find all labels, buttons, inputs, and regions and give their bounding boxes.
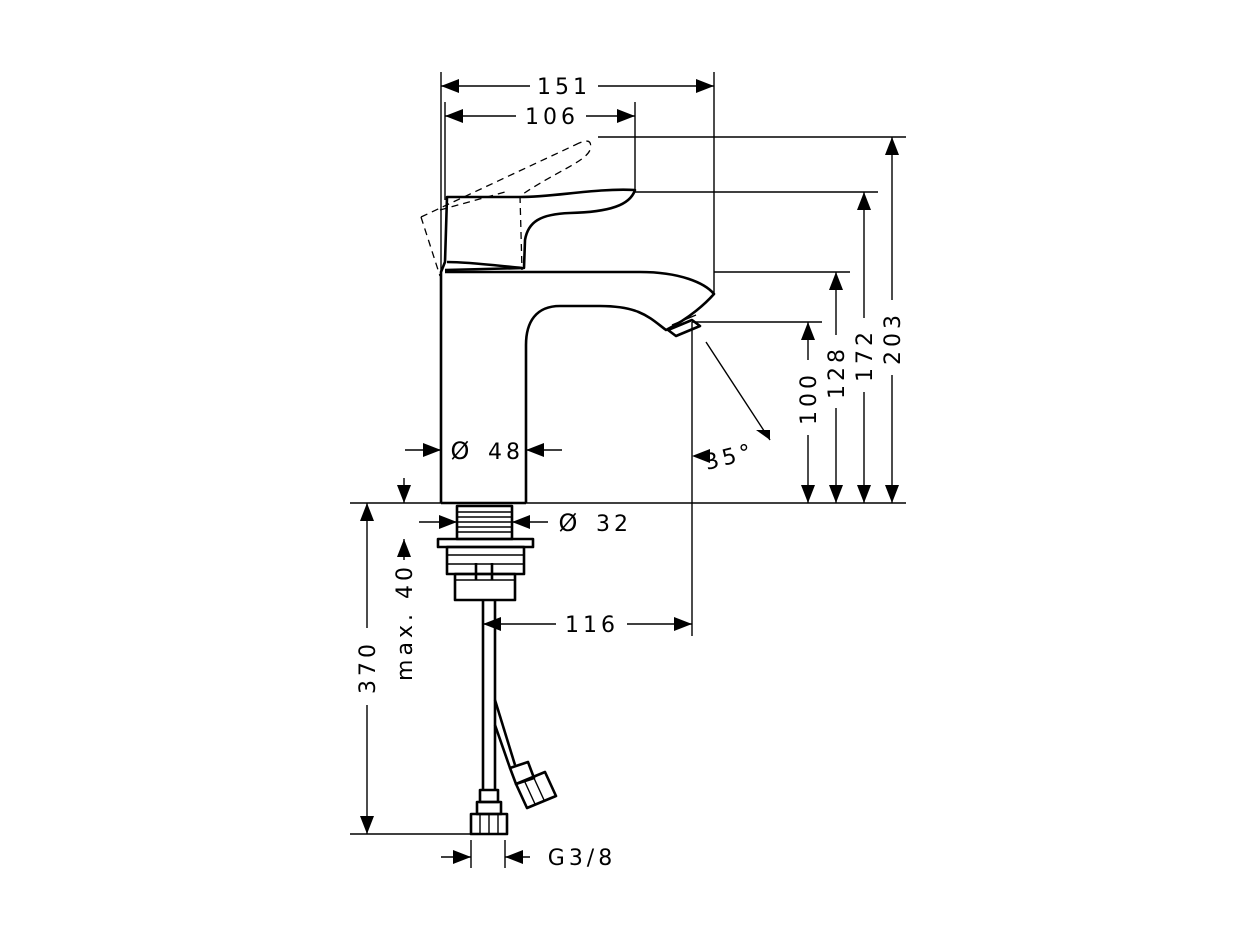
dim-label-151: 151 bbox=[537, 75, 591, 100]
dim-label-106: 106 bbox=[525, 105, 579, 130]
dimension-angle-35: 35° bbox=[692, 341, 771, 476]
dimension-172: 172 bbox=[853, 192, 878, 503]
dim-label-116: 116 bbox=[565, 613, 619, 638]
dim-label-32: 32 bbox=[596, 512, 632, 537]
dim-label-370: 370 bbox=[356, 640, 381, 694]
extension-lines bbox=[350, 72, 906, 868]
dim-label-48: 48 bbox=[488, 440, 524, 465]
dim-label-thread: G3/8 bbox=[548, 846, 616, 871]
lever-open-position bbox=[420, 140, 592, 277]
dimension-370: 370 bbox=[356, 503, 381, 834]
dimension-thread: G3/8 bbox=[441, 846, 616, 871]
dimension-203: 203 bbox=[881, 137, 906, 503]
dimension-128: 128 bbox=[825, 272, 850, 503]
dimension-diameter-32: Ø 32 bbox=[419, 509, 632, 537]
dim-label-128: 128 bbox=[825, 345, 850, 399]
faucet-body bbox=[439, 188, 716, 505]
dimension-116: 116 bbox=[483, 613, 692, 638]
supply-hoses bbox=[469, 600, 558, 836]
dimension-diameter-48: Ø 48 bbox=[405, 437, 562, 465]
dimension-106: 106 bbox=[445, 105, 635, 130]
dimension-151: 151 bbox=[441, 75, 714, 100]
dim-label-angle: 35° bbox=[702, 439, 758, 476]
dim-label-max-40: max. 40 bbox=[393, 563, 418, 681]
dimension-max-40: max. 40 bbox=[393, 478, 418, 681]
dim-label-172: 172 bbox=[853, 328, 878, 382]
mounting-assembly bbox=[436, 504, 535, 602]
diameter-symbol-32: Ø bbox=[559, 509, 578, 537]
dim-label-100: 100 bbox=[797, 371, 822, 425]
dim-label-203: 203 bbox=[881, 311, 906, 365]
diameter-symbol-48: Ø bbox=[451, 437, 470, 465]
dimension-100: 100 bbox=[797, 322, 822, 503]
